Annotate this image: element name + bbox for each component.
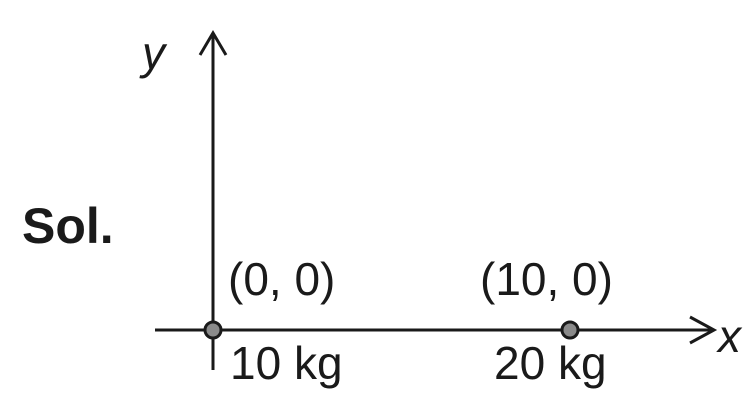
point-right-mass: 20 kg — [494, 337, 607, 389]
y-axis-label: y — [142, 27, 165, 79]
point-origin — [203, 320, 223, 340]
point-right-coordinates: (10, 0) — [480, 253, 613, 305]
point-right — [560, 320, 580, 340]
point-origin-coordinates: (0, 0) — [228, 253, 336, 305]
y-axis-arrowhead — [198, 30, 228, 56]
solution-label: Sol. — [22, 198, 114, 254]
x-axis-label: x — [718, 310, 741, 362]
point-origin-mass: 10 kg — [230, 337, 343, 389]
x-axis-arrowhead — [689, 315, 718, 345]
